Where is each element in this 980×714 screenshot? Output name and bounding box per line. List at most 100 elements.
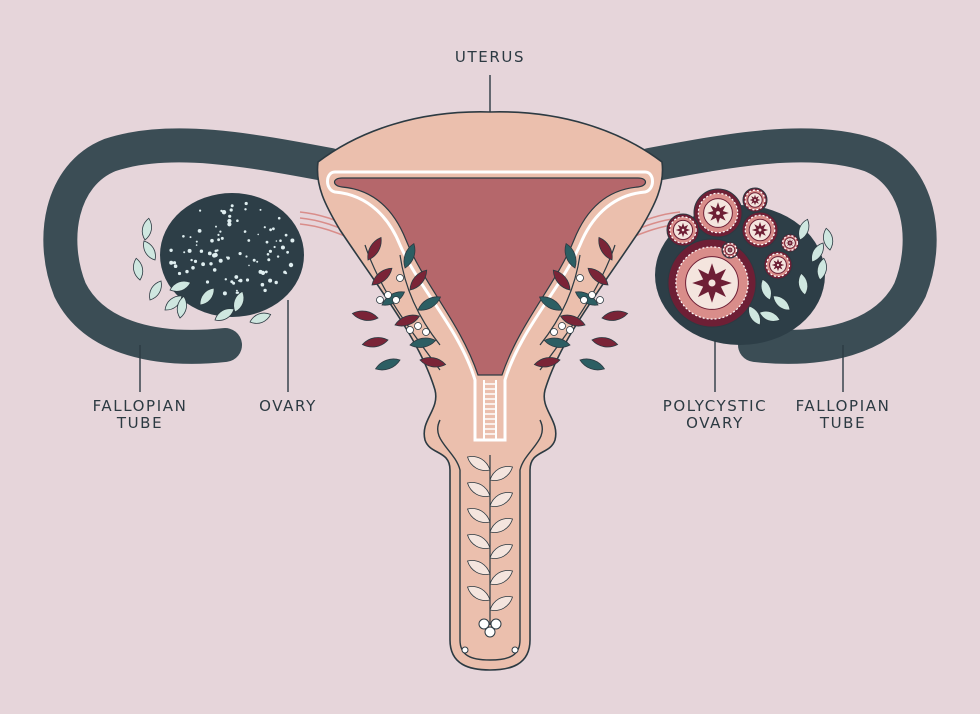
dot	[248, 264, 250, 267]
left-fallopian-tube	[43, 128, 347, 364]
label-line: TUBE	[116, 414, 164, 432]
flower-icon	[749, 194, 761, 206]
dot	[189, 236, 192, 239]
dot	[215, 225, 217, 228]
dot	[230, 280, 234, 284]
label-uterus: UTERUS	[454, 48, 526, 66]
leaf-icon	[587, 267, 609, 286]
dot	[258, 269, 263, 274]
dot	[229, 208, 233, 212]
leaf-icon	[149, 280, 162, 301]
label-line: POLYCYSTIC	[662, 397, 768, 415]
dot	[220, 236, 224, 240]
dot	[195, 240, 198, 243]
leaf-icon	[394, 314, 421, 327]
label-polycystic-ovary: POLYCYSTIC OVARY	[640, 398, 790, 432]
dot	[263, 288, 267, 293]
leaf-icon	[552, 269, 571, 291]
leaf-icon	[176, 295, 187, 319]
leaf-icon	[489, 596, 514, 611]
right-fallopian-tube	[633, 128, 937, 364]
leaf-icon	[772, 295, 791, 311]
leaf-icon	[760, 278, 772, 301]
leaf-icon	[466, 586, 491, 601]
leaf-icon	[543, 337, 571, 348]
dot	[183, 251, 186, 254]
leaf-icon	[143, 240, 156, 261]
leaf-icon	[489, 492, 514, 507]
leaf-icon	[466, 456, 491, 471]
vaginal-canal	[437, 419, 543, 661]
dot	[274, 280, 278, 285]
dot	[212, 268, 217, 272]
dot	[243, 230, 247, 233]
dot	[244, 208, 247, 211]
leaf-icon	[564, 242, 577, 269]
leaf-icon	[598, 236, 613, 261]
leaf-icon	[233, 290, 245, 313]
leaf-icon	[559, 314, 586, 327]
flower-icon	[771, 258, 785, 272]
leaf-icon	[466, 482, 491, 497]
leaf-icon	[199, 287, 215, 306]
flower-icon	[726, 246, 734, 254]
leaf-icon	[466, 534, 491, 549]
dot	[284, 272, 288, 275]
leader-lines	[139, 75, 844, 392]
leaf-icon	[409, 269, 428, 291]
dot	[245, 278, 250, 282]
leaf-icon	[466, 508, 491, 523]
dot	[213, 252, 218, 258]
dot	[219, 230, 222, 233]
dot	[172, 261, 177, 265]
dot	[182, 235, 185, 238]
dot	[260, 282, 265, 287]
left-ovary	[160, 193, 304, 317]
dot	[234, 275, 239, 279]
dot	[288, 262, 294, 268]
dot	[185, 269, 189, 274]
dot	[228, 214, 232, 218]
dot	[207, 251, 212, 256]
dot	[273, 245, 276, 249]
dot	[268, 249, 272, 253]
dot	[199, 209, 202, 212]
dot	[226, 256, 228, 259]
leaf-icon	[489, 466, 514, 481]
label-left-ovary: OVARY	[259, 397, 317, 415]
dot	[265, 240, 269, 244]
ovary-dots-icon	[169, 201, 295, 296]
dot	[218, 258, 223, 263]
flower-icon	[461, 618, 519, 654]
leaf-icon	[371, 267, 393, 286]
flower-icon	[785, 238, 795, 248]
leaf-icon	[367, 236, 382, 261]
dot	[197, 229, 202, 233]
dot	[209, 262, 213, 266]
right-branch-leaves	[533, 236, 629, 371]
flower-icon	[675, 222, 691, 238]
dot	[201, 262, 206, 267]
dot	[272, 227, 275, 231]
polycystic-ovary	[655, 187, 834, 345]
dot	[277, 216, 281, 220]
leaf-icon	[361, 337, 389, 348]
dot	[245, 255, 248, 258]
dot	[266, 253, 270, 256]
leaf-icon	[601, 310, 629, 321]
dot	[193, 259, 198, 263]
leaf-icon	[417, 296, 442, 311]
dot	[236, 219, 239, 222]
dot	[259, 208, 262, 211]
left-branch-leaves	[351, 236, 447, 371]
cervix-rungs	[484, 383, 496, 435]
leaf-icon	[489, 544, 514, 559]
dot	[210, 238, 214, 243]
dot	[187, 248, 192, 253]
label-line: TUBE	[819, 414, 867, 432]
leaf-icon	[798, 218, 810, 241]
dot	[264, 270, 268, 274]
leaf-icon	[579, 358, 606, 371]
